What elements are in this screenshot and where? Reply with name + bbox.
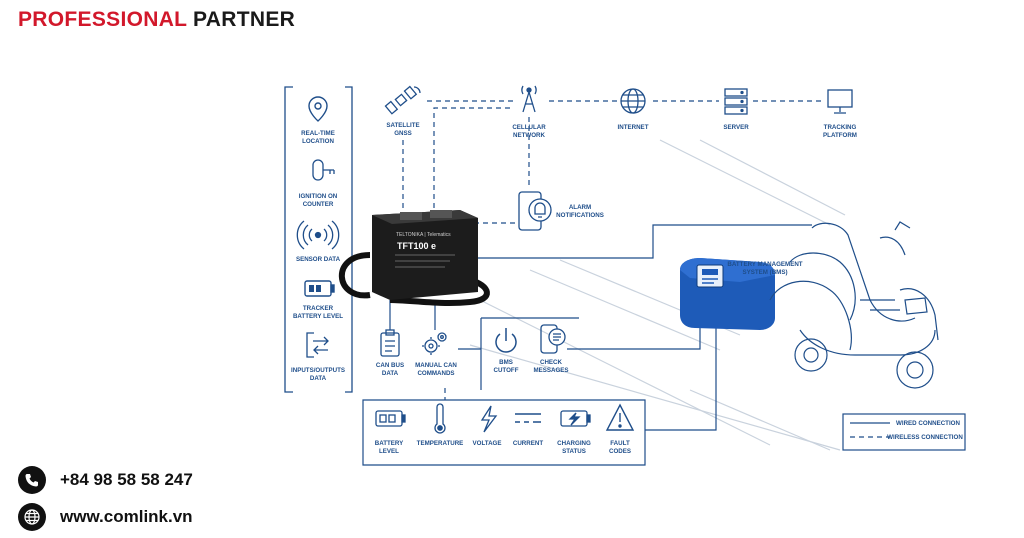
- label-messages: MESSAGES: [533, 367, 568, 374]
- check-messages-icon: [540, 324, 566, 354]
- phone-number[interactable]: +84 98 58 58 247: [60, 470, 193, 489]
- device-brand: TELTONIKA | Telematics: [396, 232, 451, 238]
- tracker-battery-icon: [304, 280, 335, 297]
- server-icon: [724, 88, 748, 115]
- phone-icon: [18, 466, 46, 494]
- tracker-device: TELTONIKA | Telematics TFT100 e: [338, 210, 490, 306]
- label-battery: BATTERY: [375, 440, 404, 447]
- label-data: DATA: [310, 375, 327, 382]
- label-inputs-outputs: INPUTS/OUTPUTS: [291, 367, 345, 374]
- label-commands: COMMANDS: [417, 370, 454, 377]
- label-ignition-on: IGNITION ON: [299, 193, 338, 200]
- label-bms: BMS: [499, 359, 513, 366]
- thermometer-icon: [434, 403, 446, 434]
- contact-website: www.comlink.vn: [18, 503, 193, 531]
- label-can-bus: CAN BUS: [376, 362, 404, 369]
- top-row-labels: SATELLITE GNSS CELLULAR NETWORK INTERNET…: [386, 122, 857, 139]
- legend-wireless-label: WIRELESS CONNECTION: [887, 434, 963, 441]
- middle-labels: CAN BUS DATA MANUAL CAN COMMANDS BMS CUT…: [376, 359, 569, 377]
- road-lines: [469, 139, 846, 451]
- legend-wired-label: WIRED CONNECTION: [896, 420, 960, 427]
- label-battery-level-left: BATTERY LEVEL: [293, 313, 343, 320]
- scooter-illustration: [769, 221, 939, 389]
- device-model: TFT100 e: [397, 241, 436, 251]
- brand-title-part2: PARTNER: [193, 8, 296, 31]
- label-charging: CHARGING: [557, 440, 591, 447]
- label-temperature: TEMPERATURE: [417, 440, 464, 447]
- label-satellite: SATELLITE: [386, 122, 419, 129]
- label-check: CHECK: [540, 359, 563, 366]
- can-bus-clipboard-icon: [380, 329, 400, 357]
- label-codes: CODES: [609, 448, 631, 455]
- label-server: SERVER: [723, 124, 749, 131]
- current-icon: [515, 413, 541, 423]
- label-fault: FAULT: [610, 440, 630, 447]
- monitor-icon: [827, 89, 853, 114]
- battery-level-icon: [375, 410, 406, 427]
- voltage-bolt-icon: [480, 405, 498, 433]
- sensor-wave-icon: [296, 220, 340, 250]
- alarm-notification-icon: [518, 191, 552, 231]
- label-real-time: REAL-TIME: [301, 130, 335, 137]
- wired-connections: [362, 224, 812, 466]
- globe-website-icon: [18, 503, 46, 531]
- manual-commands-gears-icon: [422, 332, 447, 355]
- contact-phone: +84 98 58 58 247: [18, 466, 193, 494]
- satellite-icon: [384, 85, 421, 115]
- inputs-outputs-icon: [306, 332, 329, 358]
- cell-tower-icon: [521, 85, 537, 113]
- label-voltage: VOLTAGE: [473, 440, 502, 447]
- label-tracking: TRACKING: [824, 124, 857, 131]
- label-can-data: DATA: [382, 370, 399, 377]
- location-pin-icon: [308, 96, 328, 122]
- label-cutoff: CUTOFF: [494, 367, 519, 374]
- label-notifications: NOTIFICATIONS: [556, 212, 604, 219]
- charging-battery-icon: [560, 410, 591, 427]
- label-internet: INTERNET: [618, 124, 649, 131]
- left-panel-bracket: [284, 86, 353, 393]
- label-counter: COUNTER: [303, 201, 334, 208]
- label-manual-can: MANUAL CAN: [415, 362, 457, 369]
- label-gnss: GNSS: [394, 130, 412, 137]
- label-tracker: TRACKER: [303, 305, 334, 312]
- fault-warning-icon: [605, 403, 635, 431]
- label-bms-system: SYSTEM (BMS): [742, 269, 787, 276]
- label-level: LEVEL: [379, 448, 399, 455]
- label-bms-title: BATTERY MANAGEMENT: [727, 261, 802, 268]
- ignition-key-icon: [312, 159, 335, 181]
- bottom-row-labels: BATTERY LEVEL TEMPERATURE VOLTAGE CURREN…: [375, 440, 631, 455]
- label-alarm: ALARM: [569, 204, 591, 211]
- label-sensor-data: SENSOR DATA: [296, 256, 341, 263]
- brand-title: PROFESSIONAL PARTNER: [18, 8, 295, 32]
- power-cutoff-icon: [495, 328, 517, 353]
- left-panel-labels: REAL-TIME LOCATION IGNITION ON COUNTER S…: [291, 130, 345, 382]
- brand-title-part1: PROFESSIONAL: [18, 8, 187, 31]
- wireless-connections: [402, 100, 823, 400]
- website-link[interactable]: www.comlink.vn: [60, 507, 193, 526]
- label-current: CURRENT: [513, 440, 543, 447]
- label-status: STATUS: [562, 448, 586, 455]
- globe-icon: [620, 88, 646, 114]
- legend: WIRED CONNECTION WIRELESS CONNECTION: [842, 413, 966, 451]
- label-platform: PLATFORM: [823, 132, 857, 139]
- label-location: LOCATION: [302, 138, 334, 145]
- bms-battery-icon: [680, 258, 775, 330]
